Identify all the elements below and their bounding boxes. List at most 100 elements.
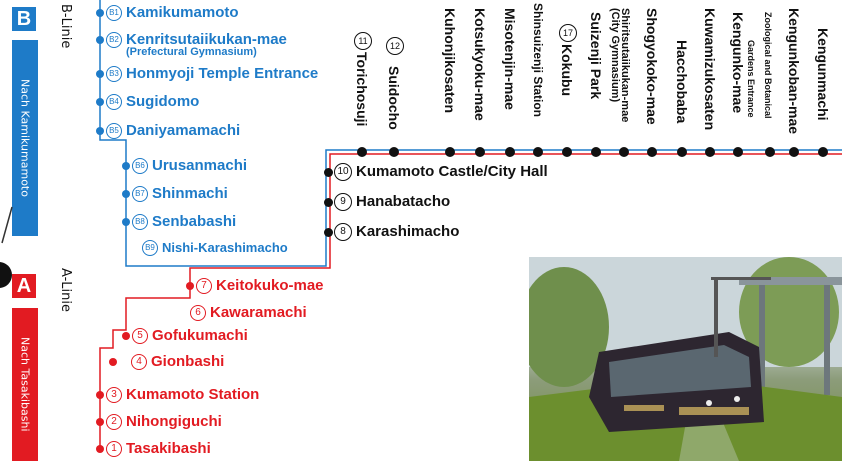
station-number: 10 <box>334 163 352 181</box>
station-dot <box>122 190 130 198</box>
station-name: Karashimacho <box>356 223 460 240</box>
b-line-badge: B <box>12 7 36 31</box>
station-number: 11 <box>354 32 372 50</box>
station-zoological-botanical[interactable]: Zoological and Botanical <box>760 0 780 157</box>
station-name: Honmyoji Temple Entrance <box>126 65 319 82</box>
station-number: 4 <box>131 354 147 370</box>
station-dot <box>562 147 572 157</box>
station-shinsuizenji[interactable]: Shinsuizenji Station <box>528 0 548 157</box>
station-number: B3 <box>106 66 122 82</box>
station-number: B6 <box>132 158 148 174</box>
station-name: Kuwamizukosaten <box>702 8 718 131</box>
station-dot <box>186 282 194 290</box>
station-name: Senbabashi <box>152 213 237 230</box>
station-name: Kenritsutaiikukan-mae <box>126 31 287 48</box>
station-number: 8 <box>334 223 352 241</box>
station-kengunko-mae[interactable]: Kengunko-mae Gardens Entrance <box>728 0 756 157</box>
station-name: Daniyamamachi <box>126 122 241 139</box>
station-name: Kamikumamoto <box>126 4 239 21</box>
station-dot <box>96 418 104 426</box>
station-name: Keitokuko-mae <box>216 277 324 294</box>
station-dot <box>324 228 333 237</box>
station-dot <box>96 70 104 78</box>
station-dot <box>324 198 333 207</box>
station-name: Kawaramachi <box>210 304 307 321</box>
station-suizenji-park[interactable]: Suizenji Park <box>586 0 606 157</box>
a-line-name: A-Linie <box>58 268 73 313</box>
a-line-badge: A <box>12 274 36 298</box>
station-name: Hacchobaba <box>674 40 690 124</box>
station-kotsukyoku-mae[interactable]: Kotsukyoku-mae <box>470 0 490 157</box>
station-number: B5 <box>106 123 122 139</box>
station-kengunmachi[interactable]: Kengunmachi <box>813 0 833 157</box>
station-kuhonjikosaten[interactable]: Kuhonjikosaten <box>440 0 460 157</box>
station-subtitle: Gardens Entrance <box>746 40 756 118</box>
station-name: Shinmachi <box>152 185 228 202</box>
station-11[interactable]: 11 Torichosuji <box>352 0 372 157</box>
station-number: 2 <box>106 414 122 430</box>
station-name: Kumamoto Castle/City Hall <box>356 163 548 180</box>
station-number: 5 <box>132 328 148 344</box>
station-dot <box>818 147 828 157</box>
station-kuwamizukosaten[interactable]: Kuwamizukosaten <box>700 0 720 157</box>
station-number: 3 <box>106 387 122 403</box>
station-name: Torichosuji <box>354 52 370 127</box>
station-dot <box>96 9 104 17</box>
partial-circle-marker <box>0 262 12 288</box>
station-name: Suidocho <box>386 66 402 130</box>
station-hacchobaba[interactable]: Hacchobaba <box>672 0 692 157</box>
station-name: Kengunko-mae <box>730 12 746 114</box>
station-name: Hanabatacho <box>356 193 451 210</box>
station-dot <box>122 162 130 170</box>
station-name: Shogyokoko-mae <box>644 8 660 125</box>
station-name: Kotsukyoku-mae <box>472 8 488 121</box>
station-name: Nishi-Karashimacho <box>162 240 288 255</box>
station-name: Zoological and Botanical <box>763 12 773 119</box>
station-name: Kumamoto Station <box>126 386 260 403</box>
station-17[interactable]: 17 Kokubu <box>557 0 577 157</box>
tram-photo <box>529 257 842 461</box>
station-12[interactable]: 12 Suidocho <box>384 0 404 157</box>
station-dot <box>619 147 629 157</box>
station-dot <box>389 147 399 157</box>
station-name: Kengunmachi <box>815 28 831 121</box>
station-name: Urusanmachi <box>152 157 248 174</box>
station-dot <box>96 445 104 453</box>
station-dot <box>122 332 130 340</box>
station-number: 17 <box>559 24 577 42</box>
station-dot <box>733 147 743 157</box>
station-dot <box>705 147 715 157</box>
station-dot <box>591 147 601 157</box>
station-shiritsutaiikukan-mae[interactable]: Shiritsutaiikukan-mae (City Gymnasium) <box>609 0 634 157</box>
station-subtitle: (Prefectural Gymnasium) <box>126 46 257 58</box>
station-name: Shinsuizenji Station <box>531 3 545 118</box>
station-name: Gionbashi <box>151 353 225 370</box>
station-name: Shiritsutaiikukan-mae <box>619 8 631 123</box>
station-shogyokoko-mae[interactable]: Shogyokoko-mae <box>642 0 662 157</box>
b-line-direction: Nach Kamikumamoto <box>12 40 38 236</box>
station-number: B9 <box>142 240 158 256</box>
station-dot <box>647 147 657 157</box>
station-dot <box>324 168 333 177</box>
b-line-route <box>99 0 842 267</box>
b-line-name: B-Linie <box>58 4 73 49</box>
station-name: Nihongiguchi <box>126 413 222 430</box>
station-number: B4 <box>106 94 122 110</box>
station-dot <box>357 147 367 157</box>
station-number: 1 <box>106 441 122 457</box>
station-dot <box>109 358 117 366</box>
station-name: Misotenjin-mae <box>502 8 518 110</box>
station-kengunkoban-mae[interactable]: Kengunkoban-mae <box>784 0 804 157</box>
station-number: B7 <box>132 186 148 202</box>
divider-slash <box>1 206 13 244</box>
station-name: Tasakibashi <box>126 440 211 457</box>
station-name: Suizenji Park <box>588 12 604 100</box>
station-dot <box>96 127 104 135</box>
station-name: Sugidomo <box>126 93 200 110</box>
station-number: B1 <box>106 5 122 21</box>
station-name: Kokubu <box>559 44 575 97</box>
station-misotenjin-mae[interactable]: Misotenjin-mae <box>500 0 520 157</box>
station-dot <box>505 147 515 157</box>
station-name: Kuhonjikosaten <box>442 8 458 114</box>
station-dot <box>122 218 130 226</box>
